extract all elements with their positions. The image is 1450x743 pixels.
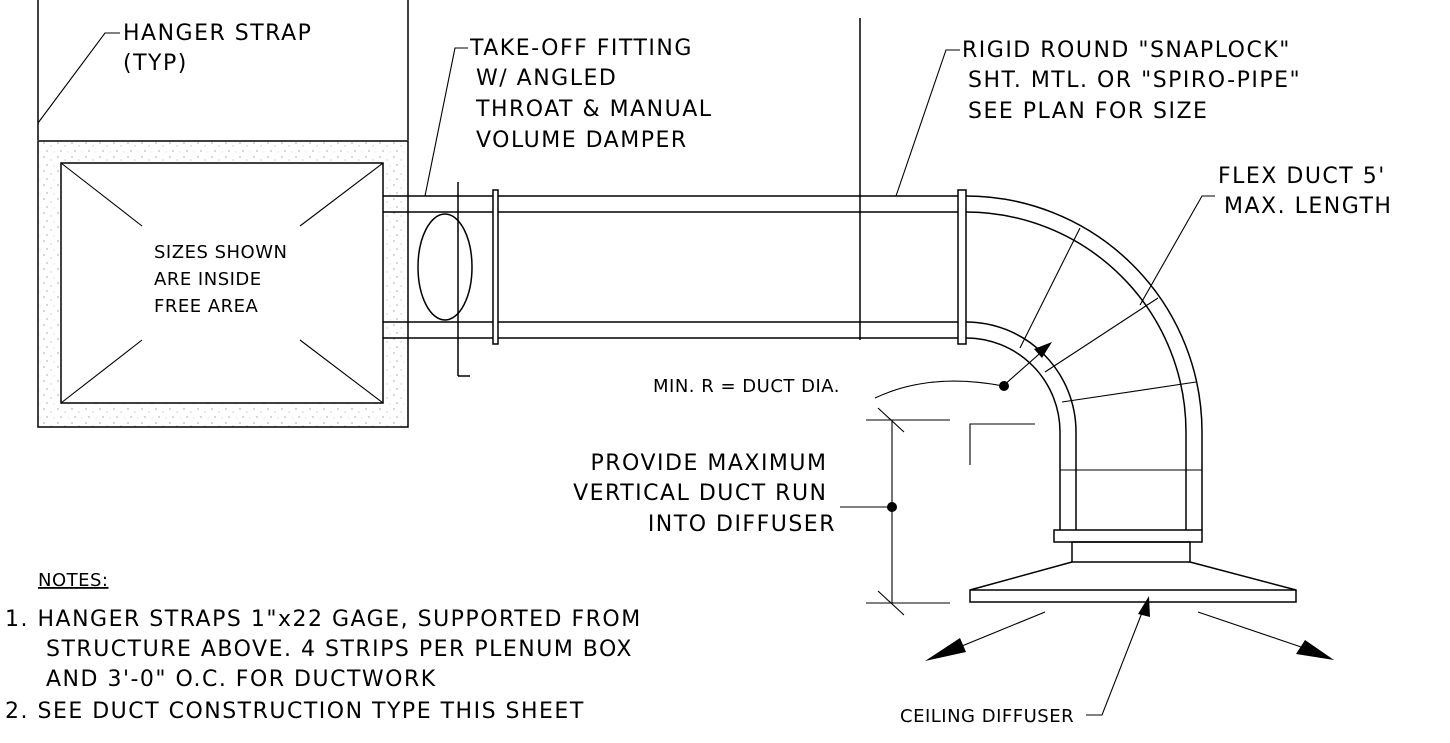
ceiling-diffuser-label: CEILING DIFFUSER <box>900 706 1074 727</box>
takeoff-fitting <box>383 182 499 377</box>
volume-damper <box>417 213 473 321</box>
notes-heading: NOTES: <box>38 570 109 591</box>
flex-duct-elbow <box>965 195 1203 543</box>
note-2: 2. SEE DUCT CONSTRUCTION TYPE THIS SHEET <box>5 699 585 724</box>
plenum-box-label: SIZES SHOWN ARE INSIDE FREE AREA <box>154 242 294 317</box>
takeoff-fitting-label: TAKE-OFF FITTING W/ ANGLED THROAT & MANU… <box>469 36 721 153</box>
rigid-round-label: RIGID ROUND "SNAPLOCK" SHT. MTL. OR "SPI… <box>962 38 1310 124</box>
hanger-straps <box>37 0 861 340</box>
flex-duct-label: FLEX DUCT 5' MAX. LENGTH <box>1218 164 1394 219</box>
hanger-strap-label: HANGER STRAP (TYP) <box>123 21 321 76</box>
note-1: 1. HANGER STRAPS 1"x22 GAGE, SUPPORTED F… <box>5 607 650 692</box>
leader-lines <box>37 32 1215 716</box>
ceiling-diffuser <box>925 541 1334 661</box>
vertical-run-label: PROVIDE MAXIMUM VERTICAL DUCT RUN INTO D… <box>573 451 836 537</box>
plenum-box <box>37 140 409 428</box>
min-radius-label: MIN. R = DUCT DIA. <box>653 376 840 397</box>
rigid-round-duct <box>498 189 967 345</box>
